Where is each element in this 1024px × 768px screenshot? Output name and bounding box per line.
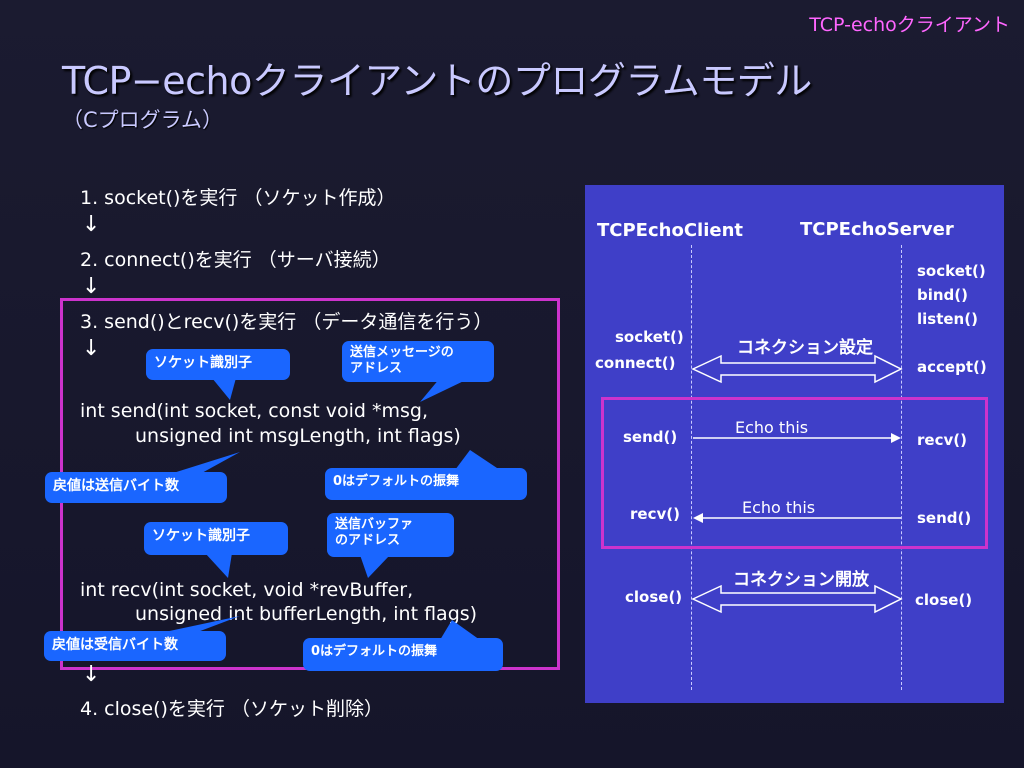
server-listen-label: listen(): [917, 310, 978, 328]
connection-release-arrow: [691, 584, 903, 614]
callout-return-send-bytes: 戻値は送信バイト数: [45, 472, 227, 503]
callout-tail: [420, 378, 470, 402]
echo-this-label-2: Echo this: [742, 498, 816, 517]
connection-setup-arrow: [691, 354, 903, 384]
recv-signature-line1: int recv(int socket, void *revBuffer,: [80, 579, 414, 601]
callout-tail: [360, 555, 390, 578]
callout-tail: [455, 450, 500, 470]
data-exchange-highlight-box: [601, 397, 988, 549]
send-signature-line2: unsigned int msgLength, int flags): [135, 425, 461, 447]
callout-tail: [212, 378, 236, 400]
down-arrow-icon: ↓: [82, 212, 101, 237]
echo-this-label-1: Echo this: [735, 418, 809, 437]
server-accept-label: accept(): [917, 358, 987, 376]
step-4: 4. close()を実行 （ソケット削除）: [80, 698, 383, 720]
callout-return-recv-bytes: 戻値は受信バイト数: [44, 631, 226, 661]
callout-send-message-address: 送信メッセージの アドレス: [342, 341, 494, 382]
callout-tail: [205, 553, 232, 578]
connection-setup-label: コネクション設定: [737, 338, 873, 358]
callout-tail: [160, 616, 240, 633]
callout-socket-id-1: ソケット識別子: [146, 349, 290, 380]
page-subtitle: （Cプログラム）: [62, 108, 224, 132]
client-connect-label: connect(): [595, 354, 676, 372]
recv-signature-line2: unsigned int bufferLength, int flags): [135, 603, 478, 625]
send-signature-line1: int send(int socket, const void *msg,: [80, 400, 428, 422]
client-send-label: send(): [623, 428, 678, 446]
client-recv-label: recv(): [630, 505, 680, 523]
server-close-label: close(): [915, 591, 973, 609]
server-bind-label: bind(): [917, 286, 969, 304]
callout-default-flags-2: 0はデフォルトの振舞: [303, 638, 503, 671]
connection-release-label: コネクション開放: [733, 570, 869, 590]
server-recv-label: recv(): [917, 431, 967, 449]
diagram-arrows: [691, 354, 903, 614]
server-send-label: send(): [917, 509, 972, 527]
client-lifeline: [691, 245, 692, 690]
client-header: TCPEchoClient: [597, 220, 744, 241]
step-1: 1. socket()を実行 （ソケット作成）: [80, 187, 396, 209]
echo-recv-arrowhead: [693, 513, 703, 523]
callout-send-buffer-address: 送信バッファ のアドレス: [327, 513, 454, 557]
page-title: TCP−echoクライアントのプログラムモデル: [62, 59, 812, 103]
down-arrow-icon: ↓: [82, 274, 101, 299]
down-arrow-icon: ↓: [82, 336, 101, 361]
step-3: 3. send()とrecv()を実行 （データ通信を行う）: [80, 311, 493, 333]
step-2: 2. connect()を実行 （サーバ接続）: [80, 249, 391, 271]
callout-socket-id-2: ソケット識別子: [144, 522, 288, 555]
client-close-label: close(): [625, 588, 683, 606]
client-socket-label: socket(): [615, 328, 684, 346]
callout-tail: [170, 452, 240, 474]
callout-tail: [440, 620, 480, 640]
server-socket-label: socket(): [917, 262, 986, 280]
sequence-diagram: TCPEchoClient TCPEchoServer socket() bin…: [585, 185, 1004, 703]
server-header: TCPEchoServer: [800, 219, 954, 240]
corner-title: TCP-echoクライアント: [809, 14, 1010, 36]
callout-default-flags-1: 0はデフォルトの振舞: [325, 468, 527, 500]
server-lifeline: [901, 245, 902, 690]
down-arrow-icon: ↓: [82, 662, 101, 687]
echo-send-arrowhead: [891, 433, 901, 443]
